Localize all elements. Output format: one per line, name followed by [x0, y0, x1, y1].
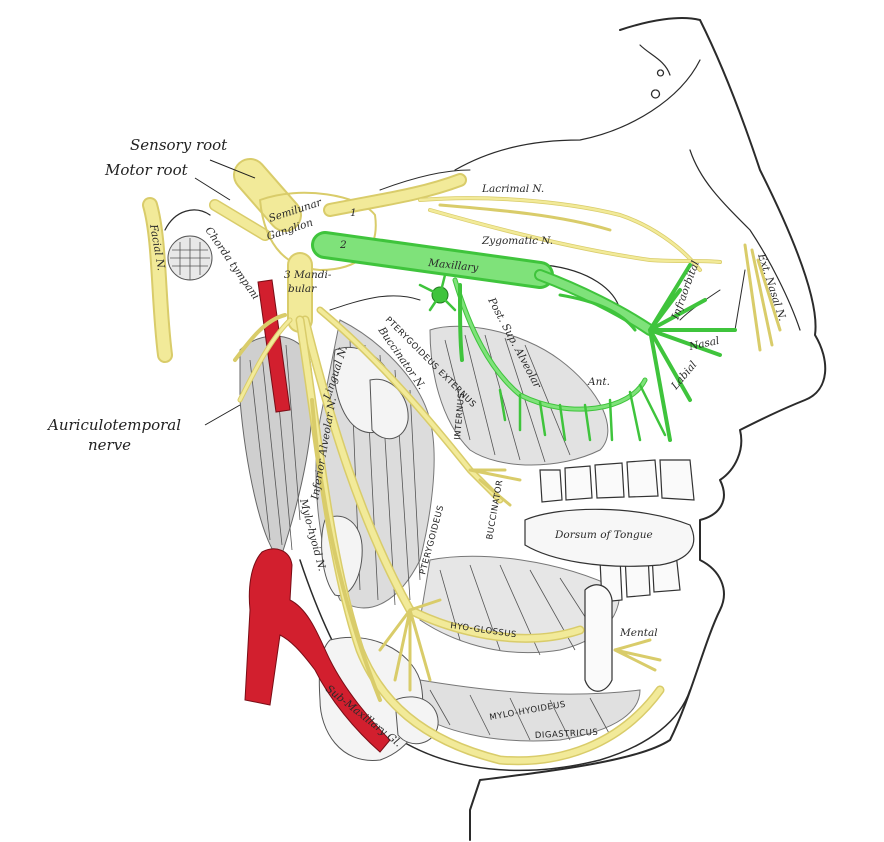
- ear-region: [167, 235, 213, 281]
- label-mandibular-2: bular: [288, 283, 317, 295]
- leader-lines: [194, 159, 256, 426]
- label-zygomatic: Zygomatic N.: [481, 235, 553, 247]
- label-ant: Ant.: [587, 376, 610, 388]
- label-auriculotemporal-2: nerve: [88, 436, 131, 454]
- teeth: [539, 459, 695, 692]
- label-maxillary: Maxillary: [427, 257, 480, 274]
- label-motor-root: Motor root: [104, 161, 189, 179]
- label-mandibular-1: 3 Mandi-: [284, 269, 332, 281]
- maxillary-nerve: [311, 231, 737, 442]
- trigeminal-branches: [209, 158, 782, 766]
- label-auriculotemporal-1: Auriculotemporal: [46, 416, 181, 434]
- label-digastricus: DIGASTRICUS: [535, 728, 599, 741]
- label-sensory-root: Sensory root: [130, 136, 228, 154]
- facial-nerve-loop: [164, 209, 211, 231]
- label-num-2: 2: [339, 239, 347, 251]
- arteries: [244, 279, 391, 753]
- label-mental: Mental: [619, 627, 658, 639]
- tongue: [524, 508, 695, 567]
- label-dorsum-of-tongue: Dorsum of Tongue: [554, 529, 653, 541]
- facial-nerve-core: [144, 199, 171, 361]
- label-internus: INTERNUS: [453, 392, 467, 440]
- label-num-1: 1: [350, 207, 357, 219]
- label-lacrimal: Lacrimal N.: [481, 183, 544, 195]
